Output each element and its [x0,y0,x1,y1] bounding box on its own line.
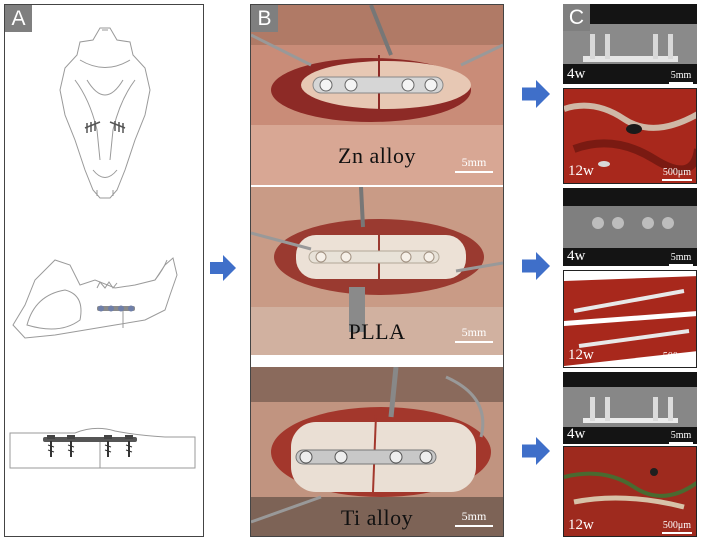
scale-label: 500μm [662,167,692,178]
right-arrow-icon [522,252,550,280]
scale-label: 5mm [670,70,692,81]
right-arrow-icon [210,255,236,281]
surgical-scene-plla [251,187,503,355]
xray-image: 4w 5mm [563,188,697,266]
skull-dorsal-icon [59,27,151,199]
xray-image: 4w 5mm [563,372,697,444]
scale-label: 5mm [461,509,487,523]
scale-bar: 5mm [455,155,493,173]
scale-bar: 5mm [455,509,493,527]
right-arrow-icon [522,437,550,465]
implant-cross-section-icon [9,427,196,469]
photo-ti-alloy: Ti alloy 5mm [251,367,503,536]
panel-a-letter: A [5,5,32,32]
surgical-scene-zn [251,5,503,185]
scale-bar: 500μm [662,167,692,181]
scale-label: 5mm [461,325,487,339]
panel-b-surgical-photos: B Zn alloy 5mm [250,4,504,537]
scale-bar: 5mm [669,70,693,84]
panel-c-imaging: C 4w 5mm 12w 500μm [563,4,697,537]
surgical-scene-ti [251,367,503,536]
histology-image: 12w 500μm [563,446,697,537]
panel-b-letter: B [251,5,278,32]
scale-bar: 5mm [669,252,693,266]
scale-bar: 5mm [455,325,493,343]
material-label: PLLA [348,319,406,344]
scale-label: 5mm [461,155,487,169]
timepoint-label: 4w [567,426,586,442]
scale-label: 5mm [670,430,692,441]
scale-bar: 5mm [669,430,693,444]
timepoint-label: 12w [568,517,594,533]
material-label: Ti alloy [340,505,414,530]
histology-image: 12w 500μm [563,88,697,184]
scale-label: 500μm [662,520,692,531]
timepoint-label: 4w [567,248,586,264]
scale-bar: 500μm [662,520,692,534]
scale-bar: 500μm [662,351,692,365]
scale-label: 5mm [670,252,692,263]
timepoint-label: 12w [568,347,594,363]
mandible-side-icon [12,257,178,339]
material-label: Zn alloy [338,143,416,168]
photo-zn-alloy: Zn alloy 5mm [251,5,503,185]
photo-plla: PLLA 5mm [251,187,503,355]
panel-a-schematic: A [4,4,204,537]
histology-image: 12w 500μm [563,270,697,368]
right-arrow-icon [522,80,550,108]
timepoint-label: 4w [567,66,586,82]
panel-c-letter: C [563,4,590,31]
timepoint-label: 12w [568,163,594,179]
scale-label: 500μm [662,351,692,362]
